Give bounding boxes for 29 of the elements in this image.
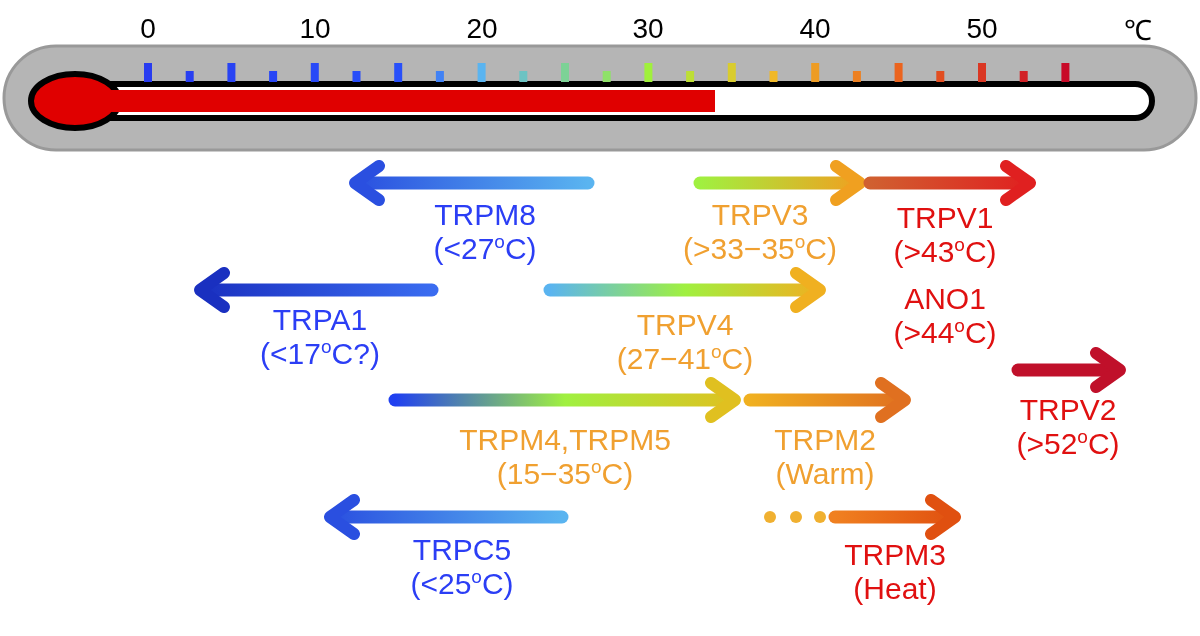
temperature-range: (<17$^{o}$C?) — [260, 337, 380, 371]
channel-name: TRPM8 — [434, 198, 536, 232]
scale-number: 30 — [632, 12, 664, 46]
temperature-range: (>52$^{o}$C) — [1016, 427, 1120, 461]
temperature-range: (>44$^{o}$C) — [893, 316, 997, 350]
scale-number: 40 — [799, 12, 831, 46]
channel-name: TRPC5 — [412, 533, 512, 567]
unit-label: ℃ — [1124, 14, 1152, 48]
channel-name: TRPM2 — [774, 423, 876, 457]
channel-name: TRPV2 — [1019, 393, 1117, 427]
scale-number: 0 — [140, 12, 156, 46]
scale-number: 50 — [966, 12, 998, 46]
temperature-range: (>43$^{o}$C) — [893, 235, 997, 269]
channel-name: TRPV3 — [711, 198, 809, 232]
temperature-range: (Warm) — [775, 457, 875, 491]
channel-name: TRPM3 — [844, 538, 946, 572]
scale-number: 10 — [299, 12, 331, 46]
channel-name: TRPV4 — [636, 308, 734, 342]
scale-number: 20 — [466, 12, 498, 46]
temperature-range: (15−35$^{o}$C) — [496, 457, 634, 491]
channel-name: TRPV1 — [896, 201, 994, 235]
temperature-range: (27−41$^{o}$C) — [616, 342, 754, 376]
temperature-range: (Heat) — [853, 572, 937, 606]
channel-name: TRPA1 — [272, 303, 368, 337]
temperature-range: (<25$^{o}$C) — [410, 567, 514, 601]
channel-name: ANO1 — [904, 282, 986, 316]
channel-name: TRPM4,TRPM5 — [459, 423, 671, 457]
temperature-range: (>33−35$^{o}$C) — [683, 232, 837, 266]
temperature-range: (<27$^{o}$C) — [433, 232, 537, 266]
